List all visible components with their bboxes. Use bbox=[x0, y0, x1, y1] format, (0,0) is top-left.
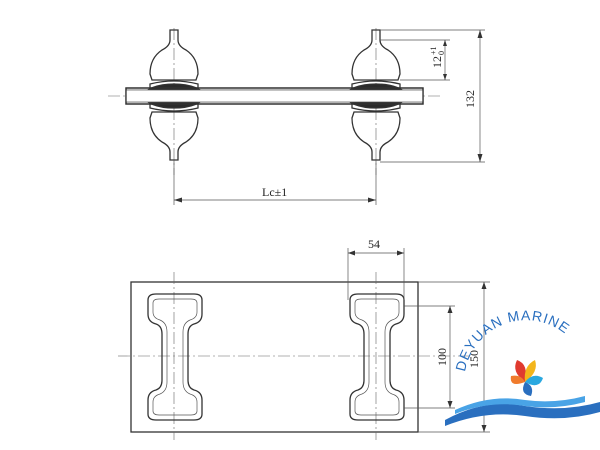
left-slot bbox=[147, 293, 203, 421]
pin-tolerance-lower: 0 bbox=[437, 51, 446, 55]
pin-tolerance-upper: +1 bbox=[429, 46, 438, 55]
pin-dimension-label: 12 bbox=[430, 56, 444, 68]
connecting-rod-outline bbox=[125, 87, 424, 105]
right-insulator bbox=[125, 29, 424, 161]
base-plate bbox=[130, 281, 419, 433]
base-height-dimension-label: 150 bbox=[467, 350, 481, 368]
slot-height-dimension-label: 100 bbox=[435, 348, 449, 366]
right-slot bbox=[349, 293, 405, 421]
pinwheel-icon bbox=[510, 360, 543, 396]
company-logo: DEYUAN MARINE bbox=[445, 307, 600, 426]
plan-view: 54 100 150 bbox=[118, 237, 490, 440]
slot-width-dimension-label: 54 bbox=[368, 237, 380, 251]
height-dimension-label: 132 bbox=[463, 90, 477, 108]
spacing-dimension-label: Lc±1 bbox=[262, 185, 287, 199]
wave-icon bbox=[445, 402, 600, 426]
side-view: Lc±1 132 12 +1 0 bbox=[108, 28, 485, 205]
